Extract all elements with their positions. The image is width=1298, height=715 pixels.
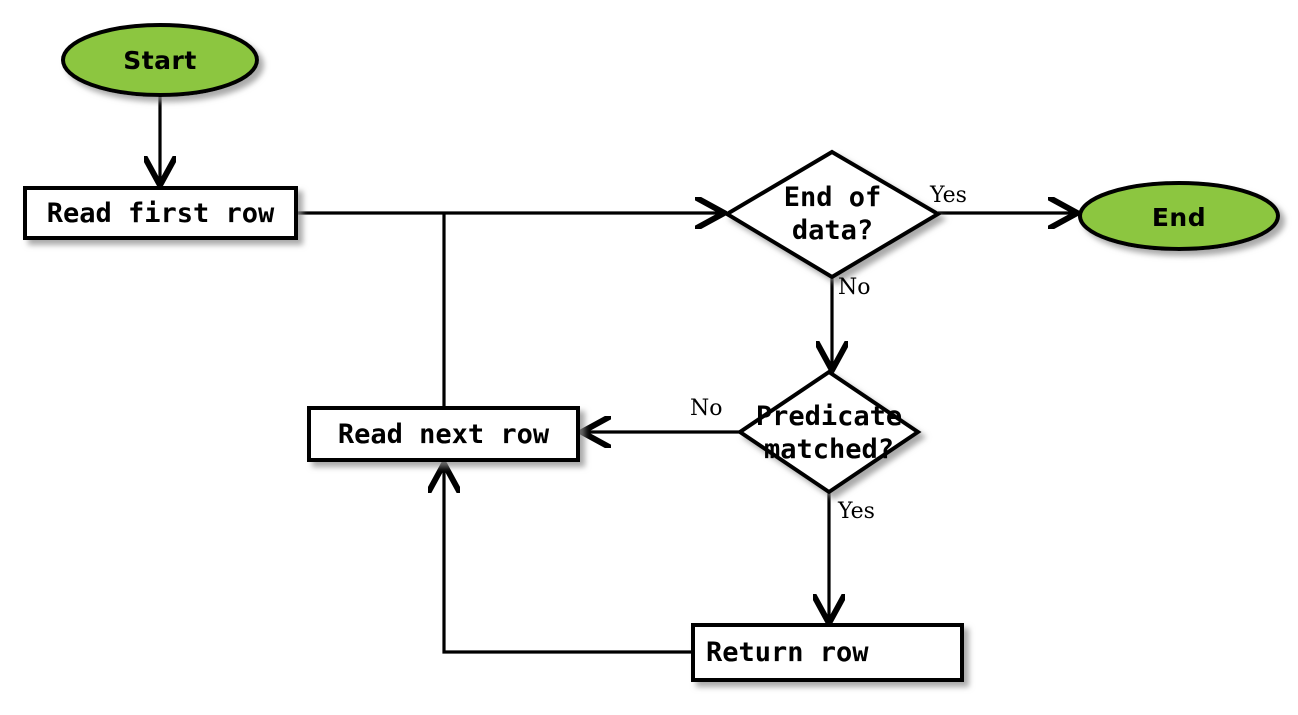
node-return-row[interactable] bbox=[691, 623, 964, 682]
node-end-of-data[interactable] bbox=[723, 149, 942, 280]
node-end[interactable] bbox=[1078, 181, 1280, 251]
node-predicate-matched[interactable] bbox=[736, 369, 922, 495]
node-start[interactable] bbox=[61, 23, 259, 97]
edge-return-row-to-read-next-row bbox=[444, 465, 693, 654]
node-read-first-row[interactable] bbox=[23, 186, 298, 240]
node-read-next-row[interactable] bbox=[307, 406, 580, 462]
